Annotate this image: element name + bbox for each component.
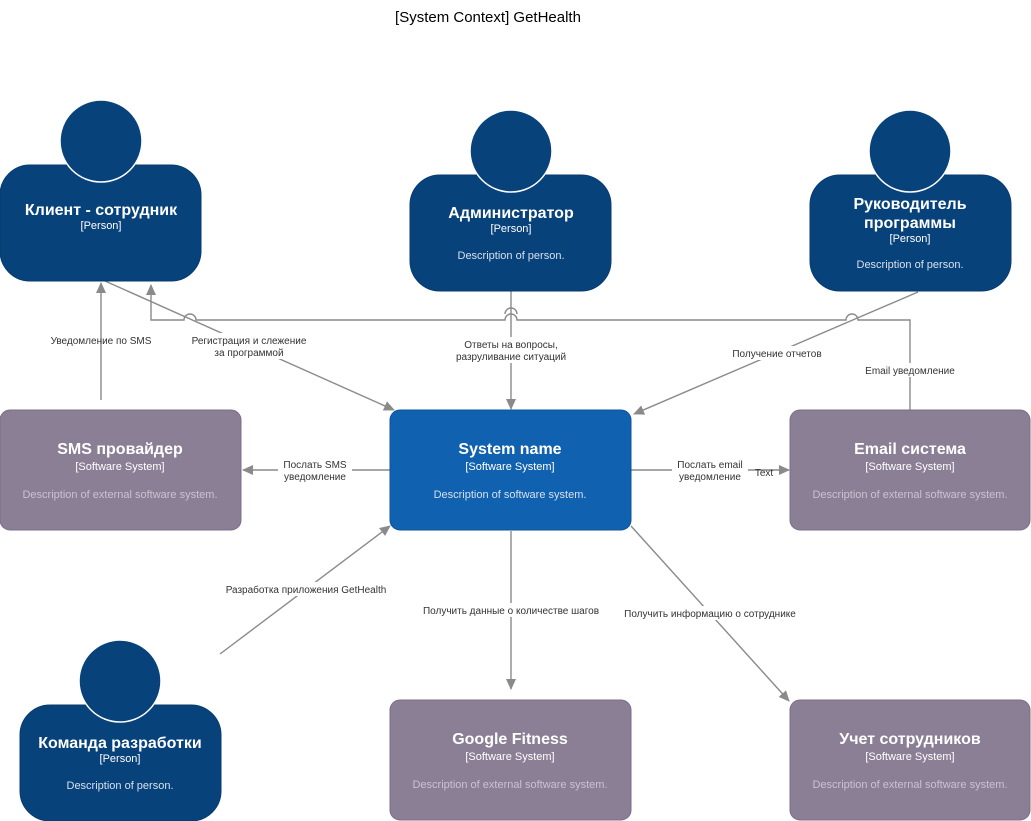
- person-devteam-head: [78, 639, 162, 723]
- label-dev: Разработка приложения GetHealth: [226, 584, 387, 596]
- system-email-box: [789, 409, 1031, 531]
- system-google-box: [389, 699, 632, 821]
- label-employee-info: Получить информацию о сотруднике: [624, 608, 796, 620]
- system-sms-name: SMS провайдер: [57, 441, 183, 458]
- person-devteam-type: [Person]: [100, 753, 141, 765]
- edge-email-to-client: [146, 284, 911, 410]
- system-sms-provider[interactable]: SMS провайдер [Software System] Descript…: [0, 409, 242, 531]
- system-email-desc: Description of external software system.: [812, 489, 1007, 501]
- label-answers-line1: Ответы на вопросы,: [464, 340, 557, 351]
- system-google-desc: Description of external software system.: [412, 779, 607, 791]
- system-google-type: [Software System]: [465, 751, 554, 763]
- label-employee-info-bg: [614, 606, 806, 620]
- person-manager[interactable]: Руководитель программы [Person] Descript…: [809, 109, 1012, 292]
- person-client-name: Клиент - сотрудник: [25, 202, 178, 219]
- person-admin[interactable]: Администратор [Person] Description of pe…: [409, 109, 612, 292]
- label-register-bg: [186, 333, 312, 359]
- system-main[interactable]: System name [Software System] Descriptio…: [389, 409, 632, 531]
- label-steps: Получить данные о количестве шагов: [423, 606, 599, 617]
- person-devteam[interactable]: Команда разработки [Person] Description …: [19, 639, 222, 821]
- system-email[interactable]: Email система [Software System] Descript…: [789, 409, 1031, 531]
- label-send-sms-bg: [278, 458, 352, 484]
- label-send-sms-line2: уведомление: [284, 472, 346, 483]
- person-devteam-desc: Description of person.: [67, 780, 174, 792]
- system-hr-desc: Description of external software system.: [812, 779, 1007, 791]
- edge-admin-hop: [504, 307, 518, 315]
- label-email-notify: Email уведомление: [865, 366, 955, 377]
- label-text: Text: [755, 468, 774, 479]
- label-sms-notify: Уведомление по SMS: [51, 336, 152, 347]
- person-manager-name-line2: программы: [864, 215, 956, 232]
- person-manager-type: [Person]: [890, 233, 931, 245]
- label-dev-bg: [218, 582, 394, 596]
- person-manager-desc: Description of person.: [857, 259, 964, 271]
- system-hr-name: Учет сотрудников: [839, 731, 981, 748]
- person-manager-name-line1: Руководитель: [853, 196, 966, 213]
- person-client-head: [59, 99, 143, 183]
- system-main-type: [Software System]: [465, 461, 554, 473]
- person-admin-desc: Description of person.: [458, 250, 565, 262]
- system-sms-type: [Software System]: [75, 461, 164, 473]
- label-send-email-bg: [672, 458, 748, 484]
- system-sms-box: [0, 409, 242, 531]
- system-hr-box: [789, 699, 1031, 821]
- label-steps-bg: [412, 603, 610, 617]
- system-google-fitness[interactable]: Google Fitness [Software System] Descrip…: [389, 699, 632, 821]
- system-google-name: Google Fitness: [452, 731, 568, 748]
- label-register-line1: Регистрация и слежение: [192, 336, 307, 347]
- system-email-name: Email система: [854, 441, 966, 458]
- label-send-email-line2: уведомление: [679, 472, 741, 483]
- system-email-type: [Software System]: [865, 461, 954, 473]
- system-main-name: System name: [458, 441, 561, 458]
- person-admin-name: Администратор: [448, 205, 574, 222]
- system-sms-desc: Description of external software system.: [22, 489, 217, 501]
- label-reports: Получение отчетов: [732, 349, 821, 360]
- system-hr-type: [Software System]: [865, 751, 954, 763]
- label-register-line2: за программой: [214, 348, 283, 359]
- diagram-title: [System Context] GetHealth: [395, 9, 581, 26]
- label-answers-line2: разруливание ситуаций: [456, 352, 566, 363]
- person-client[interactable]: Клиент - сотрудник [Person]: [0, 99, 202, 282]
- label-send-email-line1: Послать email: [677, 460, 742, 471]
- label-email-notify-bg: [858, 363, 962, 377]
- system-hr[interactable]: Учет сотрудников [Software System] Descr…: [789, 699, 1031, 821]
- person-devteam-name: Команда разработки: [38, 735, 201, 752]
- label-send-sms-line1: Послать SMS: [283, 460, 346, 471]
- label-reports-bg: [726, 346, 828, 360]
- person-client-type: [Person]: [81, 220, 122, 232]
- person-manager-head: [868, 109, 952, 193]
- system-main-box: [389, 409, 632, 531]
- person-admin-type: [Person]: [491, 223, 532, 235]
- system-main-desc: Description of software system.: [434, 489, 587, 501]
- person-admin-head: [469, 109, 553, 193]
- label-answers-bg: [446, 337, 576, 363]
